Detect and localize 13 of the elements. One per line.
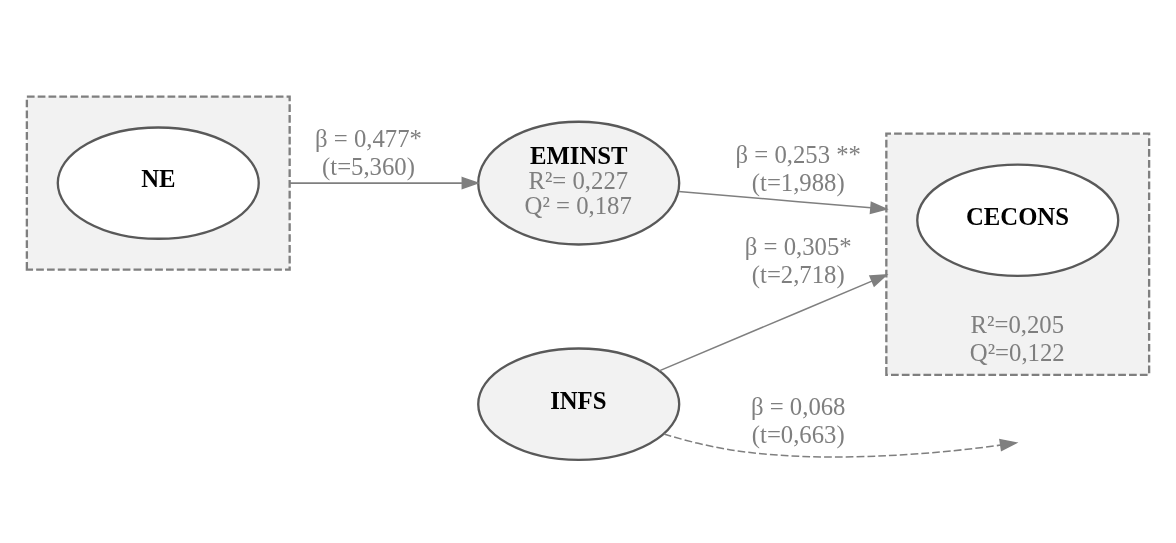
node-ellipse: NE [56,125,260,240]
edge-label: β = 0,068 (t=0,663) [750,392,846,447]
node-ellipse: CECONS [916,162,1120,277]
edge-label: β = 0,253 ** (t=1,988) [735,140,861,196]
edge-label: β = 0,477* (t=5,360) [315,124,422,180]
arrow [288,176,481,190]
node-ellipse: INFS [477,346,681,461]
arrow [677,190,889,214]
arrow [658,273,889,372]
edge-label: β = 0,305* (t=2,718) [744,232,852,288]
node-ellipse: EMINST R²= 0,227 Q² = 0,187 [477,120,681,246]
cluster [25,94,291,271]
arrow [663,432,1019,458]
